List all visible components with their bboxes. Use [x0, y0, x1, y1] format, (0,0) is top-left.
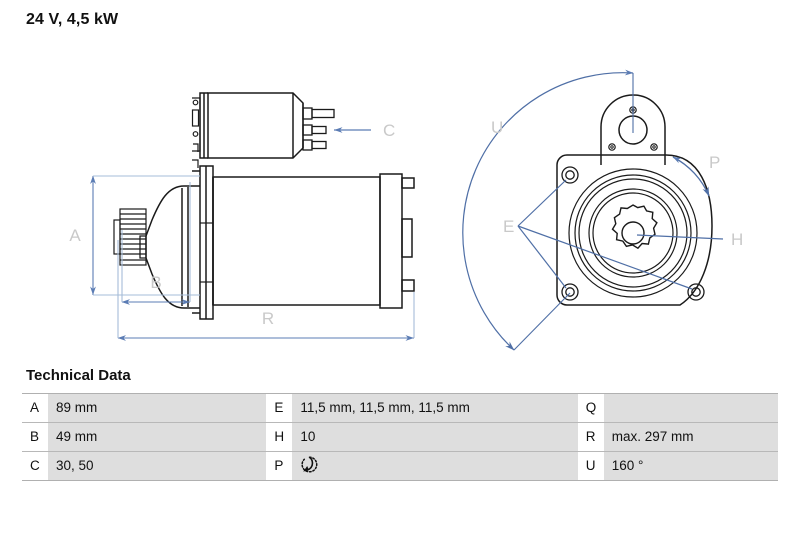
table-row: C 30, 50 P U 160 ° — [22, 451, 778, 481]
spec-value-a: 89 mm — [48, 393, 267, 423]
spec-value-c: 30, 50 — [48, 451, 267, 481]
solenoid — [199, 92, 304, 159]
mounting-flange — [192, 165, 214, 320]
spec-key-b: B — [22, 422, 49, 452]
technical-drawing-area: A B R C — [0, 30, 800, 365]
terminal-studs — [302, 103, 335, 151]
table-row: A 89 mm E 11,5 mm, 11,5 mm, 11,5 mm Q — [22, 393, 778, 423]
dimension-label-b: B — [150, 273, 161, 292]
dimension-r — [117, 240, 415, 341]
leader-h — [636, 234, 724, 240]
spec-value-e: 11,5 mm, 11,5 mm, 11,5 mm — [292, 393, 578, 423]
spec-key-a: A — [22, 393, 49, 423]
pinion-splines — [611, 204, 658, 250]
mounting-holes — [561, 166, 705, 301]
dimension-label-a: A — [69, 226, 81, 245]
spec-key-q: Q — [577, 393, 604, 423]
spec-value-q — [603, 393, 778, 423]
square-flange — [556, 154, 713, 306]
spec-value-u: 160 ° — [603, 451, 778, 481]
dimension-label-h: H — [731, 230, 743, 249]
technical-data-table: A 89 mm E 11,5 mm, 11,5 mm, 11,5 mm Q B … — [22, 393, 778, 481]
dimension-label-u: U — [491, 118, 503, 137]
dimension-label-p: P — [709, 153, 720, 172]
drive-end-housing — [139, 185, 200, 309]
page-title: 24 V, 4,5 kW — [26, 11, 119, 28]
dimension-b — [121, 182, 191, 305]
spec-key-p: P — [266, 451, 293, 481]
starter-motor-front-view — [556, 94, 713, 306]
solenoid-bracket — [191, 97, 201, 168]
table-row: B 49 mm H 10 R max. 297 mm — [22, 422, 778, 452]
dimension-label-e: E — [503, 217, 514, 236]
spec-value-h: 10 — [292, 422, 578, 452]
pinion-gear — [113, 208, 147, 266]
concentric-bearing-rings — [568, 168, 698, 298]
spec-key-r: R — [577, 422, 604, 452]
spec-key-c: C — [22, 451, 49, 481]
angle-arc-u — [462, 69, 634, 351]
technical-data-heading: Technical Data — [26, 367, 131, 384]
spec-value-b: 49 mm — [48, 422, 267, 452]
spec-key-u: U — [577, 451, 604, 481]
commutator-end-cap — [379, 173, 415, 309]
leader-e — [517, 179, 693, 290]
dimension-label-r: R — [262, 309, 274, 328]
dimension-label-c: C — [383, 121, 395, 140]
counterclockwise-rotation-icon — [300, 455, 319, 478]
motor-body — [212, 176, 381, 306]
spec-key-h: H — [266, 422, 293, 452]
starter-motor-side-view — [113, 92, 415, 320]
spec-value-p — [292, 451, 578, 481]
spec-value-r: max. 297 mm — [603, 422, 778, 452]
rotation-arc-p — [672, 156, 710, 197]
dimension-a — [90, 175, 200, 296]
spec-key-e: E — [266, 393, 293, 423]
